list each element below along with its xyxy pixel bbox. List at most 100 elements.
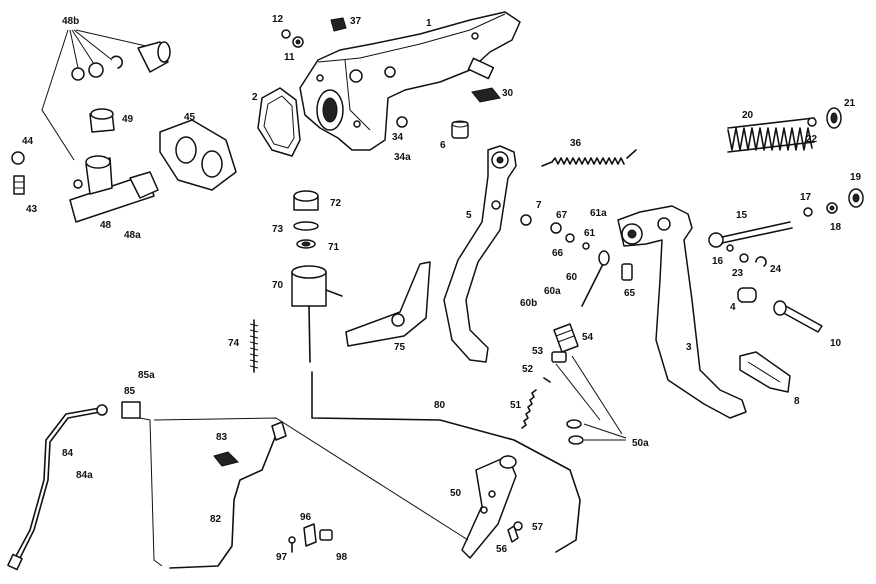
- part-52-circlip: [543, 377, 551, 383]
- part-1-pedal-bracket: [299, 11, 521, 151]
- part-11-nut: [292, 36, 304, 48]
- label-44: 44: [22, 136, 34, 147]
- label-50: 50: [450, 488, 462, 499]
- part-65-stop-bolt: [621, 263, 633, 281]
- label-57: 57: [532, 522, 544, 533]
- label-12: 12: [272, 14, 284, 25]
- label-21: 21: [844, 98, 856, 109]
- part-49-reservoir-cap: [89, 108, 115, 133]
- label-51: 51: [510, 400, 522, 411]
- callout-labels: 1 2 3 4 5 6 7 8 10 11 12 15 16 17 18 19 …: [22, 14, 862, 563]
- part-75-bracket: [345, 261, 431, 347]
- label-73: 73: [272, 224, 284, 235]
- label-8: 8: [794, 396, 800, 407]
- part-3-brake-pedal: [617, 205, 747, 419]
- label-97: 97: [276, 552, 288, 563]
- label-15: 15: [736, 210, 748, 221]
- label-1: 1: [426, 18, 432, 29]
- part-54-boot: [553, 323, 579, 353]
- part-45-mounting-flange: [159, 119, 237, 191]
- part-74-stud: [249, 319, 259, 373]
- label-83: 83: [216, 432, 228, 443]
- label-50a: 50a: [632, 438, 649, 449]
- part-60-pushrod: [581, 250, 610, 307]
- label-2: 2: [252, 92, 258, 103]
- label-82: 82: [210, 514, 222, 525]
- part-17-washer: [803, 207, 813, 217]
- label-70: 70: [272, 280, 284, 291]
- part-36-return-spring: [541, 149, 637, 167]
- part-18-nut: [826, 202, 838, 214]
- label-43: 43: [26, 204, 38, 215]
- label-30: 30: [502, 88, 514, 99]
- part-30-plate: [471, 87, 501, 103]
- label-67: 67: [556, 210, 568, 221]
- part-84-flexible-hose: [7, 404, 108, 571]
- part-21-spring-cap: [826, 107, 842, 129]
- label-98: 98: [336, 552, 348, 563]
- part-6-bush: [451, 120, 469, 139]
- part-50-slave-cylinder: [461, 455, 517, 559]
- label-36: 36: [570, 138, 582, 149]
- label-49: 49: [122, 114, 134, 125]
- part-22-washer: [807, 117, 817, 127]
- label-10: 10: [830, 338, 842, 349]
- part-73-seal: [293, 221, 319, 231]
- leader-48b: [41, 29, 147, 161]
- label-85: 85: [124, 386, 136, 397]
- label-72: 72: [330, 198, 342, 209]
- part-16-washer: [726, 244, 734, 252]
- part-37-clip: [330, 17, 347, 32]
- label-54: 54: [582, 332, 594, 343]
- part-56-bleed-screw: [507, 525, 519, 543]
- part-50a-seals: [555, 355, 627, 445]
- part-7-washer: [520, 214, 532, 226]
- part-66-nut: [565, 233, 575, 243]
- label-74: 74: [228, 338, 240, 349]
- part-24-circlip: [755, 256, 767, 267]
- part-97-screw: [288, 536, 296, 553]
- label-37: 37: [350, 16, 362, 27]
- label-20: 20: [742, 110, 754, 121]
- label-18: 18: [830, 222, 842, 233]
- label-17: 17: [800, 192, 812, 203]
- label-75: 75: [394, 342, 406, 353]
- label-48a: 48a: [124, 230, 141, 241]
- label-24: 24: [770, 264, 782, 275]
- part-10-clevis-pin: [773, 300, 823, 333]
- label-53: 53: [532, 346, 544, 357]
- label-11: 11: [284, 52, 295, 63]
- part-82-pipe: [169, 421, 287, 569]
- part-19-washer: [848, 188, 864, 208]
- part-4-bush: [737, 287, 757, 303]
- label-84: 84: [62, 448, 74, 459]
- part-15-pivot-bolt: [708, 221, 793, 248]
- part-80-pipe: [311, 371, 581, 553]
- part-53-piston: [551, 351, 567, 363]
- label-7: 7: [536, 200, 542, 211]
- part-5-clutch-pedal: [443, 145, 517, 363]
- part-57-dust-cap: [513, 521, 523, 531]
- part-98-nut: [319, 529, 333, 541]
- label-61: 61: [584, 228, 596, 239]
- label-66: 66: [552, 248, 564, 259]
- label-22: 22: [806, 134, 818, 145]
- label-65: 65: [624, 288, 636, 299]
- label-52: 52: [522, 364, 534, 375]
- label-48b: 48b: [62, 16, 79, 27]
- label-3: 3: [686, 342, 692, 353]
- label-61a: 61a: [590, 208, 607, 219]
- label-60b: 60b: [520, 298, 537, 309]
- label-48: 48: [100, 220, 112, 231]
- part-43-union: [13, 175, 25, 195]
- label-19: 19: [850, 172, 862, 183]
- part-20-pedal-spring: [727, 117, 815, 153]
- part-34-nut: [396, 116, 408, 128]
- part-2-gasket: [257, 87, 301, 157]
- part-48b-seal-kit: [71, 41, 171, 81]
- part-44-nut: [11, 151, 25, 165]
- part-83-clip: [213, 451, 239, 467]
- part-12-washer: [281, 29, 291, 39]
- label-71: 71: [328, 242, 340, 253]
